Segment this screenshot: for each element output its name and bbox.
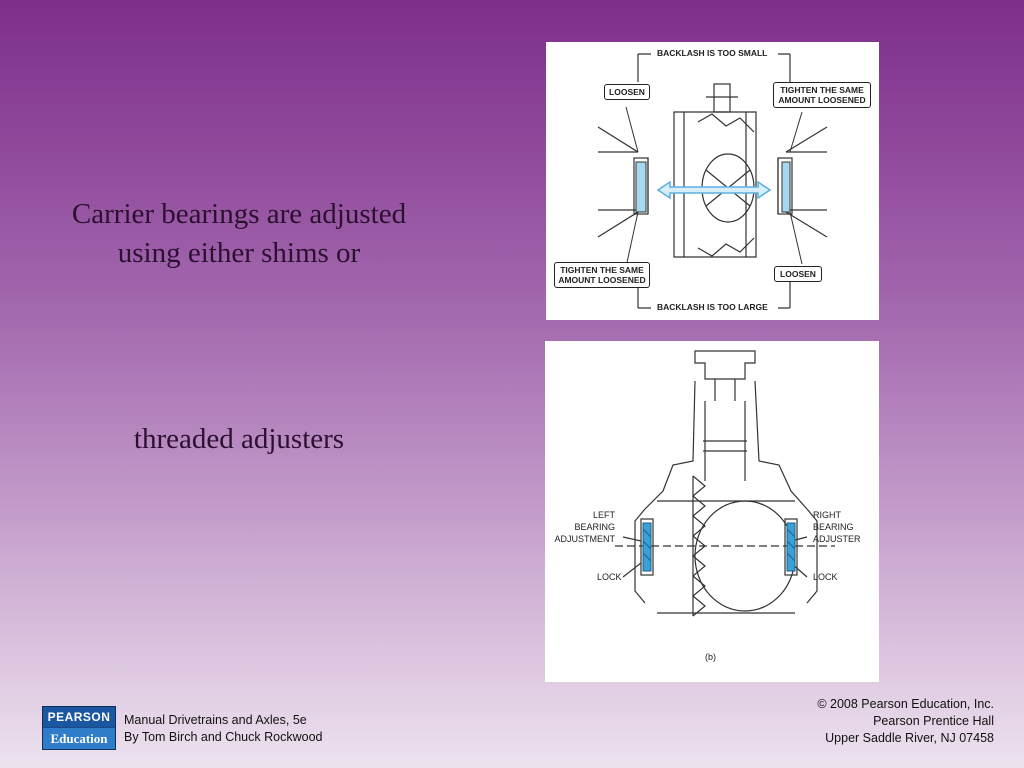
label-backlash-too-large: BACKLASH IS TOO LARGE [654,302,771,312]
movement-arrow [656,180,772,200]
footer-publisher-info: © 2008 Pearson Education, Inc. Pearson P… [817,696,994,747]
slide-caption-threaded: threaded adjusters [30,420,448,459]
footer-copyright: © 2008 Pearson Education, Inc. [817,697,994,711]
label-loosen-bottom-right: LOOSEN [774,266,822,282]
slide-caption-shims: Carrier bearings are adjusted using eith… [30,195,448,273]
label-right-bearing-adjuster: RIGHT BEARING ADJUSTER [813,510,861,544]
label-tighten-top-right: TIGHTEN THE SAME AMOUNT LOOSENED [773,82,871,108]
figure-b-caption: (b) [705,652,716,662]
label-right-lock: LOCK [813,572,838,582]
label-loosen-top-left: LOOSEN [604,84,650,100]
backlash-adjustment-diagram: BACKLASH IS TOO SMALL BACKLASH IS TOO LA… [546,42,879,320]
caption-line-1: Carrier bearings are adjusted [71,198,407,230]
threaded-adjuster-diagram: LEFT BEARING ADJUSTMENT RIGHT BEARING AD… [545,341,879,682]
footer-book-title: Manual Drivetrains and Axles, 5e [124,713,307,727]
label-backlash-too-small: BACKLASH IS TOO SMALL [654,48,771,58]
backlash-diagram-drawing [597,53,828,309]
footer-book-info: Manual Drivetrains and Axles, 5e By Tom … [124,712,322,746]
footer-book-authors: By Tom Birch and Chuck Rockwood [124,730,323,744]
caption-line-3: threaded adjusters [133,423,345,455]
threaded-adjuster-drawing [615,350,835,617]
footer-publisher: Pearson Prentice Hall [873,714,994,728]
caption-line-2: using either shims or [117,237,361,269]
pearson-education-logo: PEARSON Education [42,706,116,750]
label-left-bearing-adjustment: LEFT BEARING ADJUSTMENT [554,510,616,544]
label-tighten-bottom-left: TIGHTEN THE SAME AMOUNT LOOSENED [554,262,650,288]
logo-text-pearson: PEARSON [43,707,115,727]
logo-text-education: Education [43,728,115,749]
footer-location: Upper Saddle River, NJ 07458 [825,731,994,745]
label-left-lock: LOCK [597,572,622,582]
